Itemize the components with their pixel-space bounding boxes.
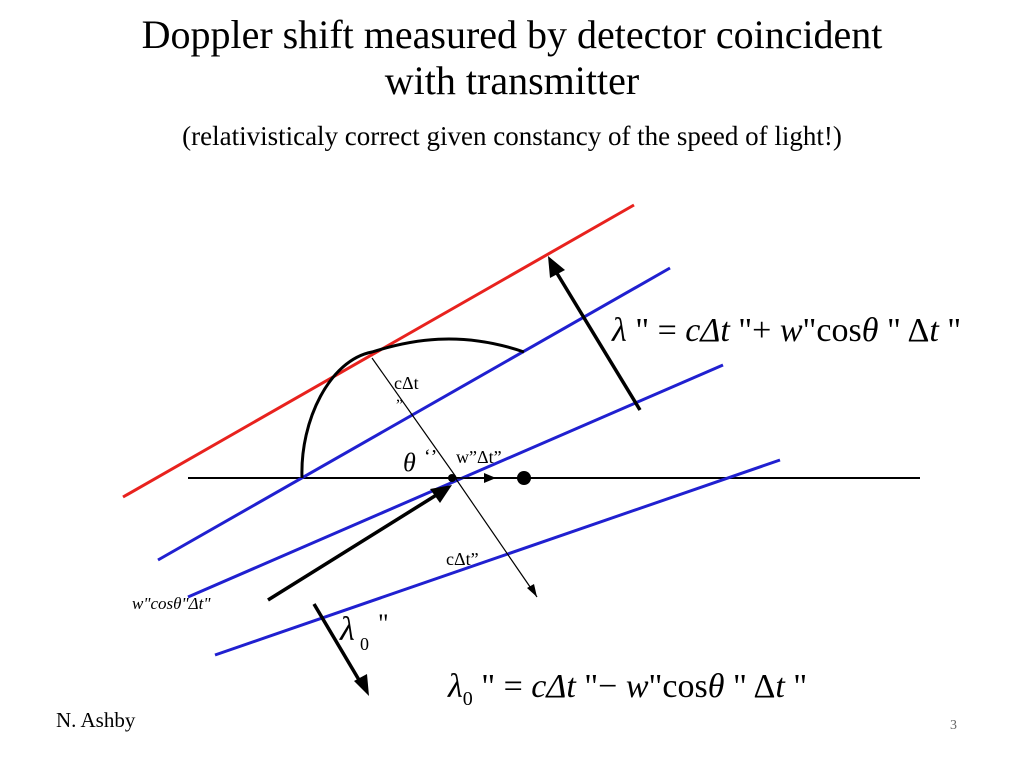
title-line-2: with transmitter bbox=[384, 58, 640, 103]
lambda0-label: λ bbox=[339, 611, 355, 648]
c-dt-lower-label: cΔt” bbox=[446, 549, 479, 569]
blue-wavefront-line-2 bbox=[187, 363, 724, 599]
lambda-top-arrowhead bbox=[548, 256, 565, 278]
lambda0-quote: " bbox=[378, 609, 389, 638]
eq-bottom-part5: " bbox=[784, 668, 808, 705]
w-dt-label: w”Δt” bbox=[456, 447, 502, 467]
blue-wavefront-line-3 bbox=[214, 458, 781, 657]
page-number: 3 bbox=[950, 718, 957, 733]
w-dt-arrowhead bbox=[484, 473, 496, 483]
lambda0-arrow-line bbox=[312, 603, 364, 686]
eq-top-part3: "cos bbox=[802, 312, 862, 349]
c-dt-upper-quote: ” bbox=[396, 397, 403, 414]
eq-bottom-sub: 0 bbox=[462, 687, 473, 710]
eq-top-c: c bbox=[685, 312, 701, 349]
detector-dot bbox=[517, 471, 531, 485]
theta-label: θ bbox=[403, 448, 416, 477]
c-dt-lower-arrowhead bbox=[527, 584, 537, 597]
author-label: N. Ashby bbox=[56, 708, 136, 732]
blue-wavefront-line-1 bbox=[157, 266, 671, 562]
equation-bottom: λ0 " = cΔt "− w"cosθ " Δt " bbox=[448, 668, 807, 711]
lambda-top-arrow-line bbox=[553, 269, 642, 411]
eq-top-part5: " bbox=[938, 312, 962, 349]
eq-top-part1: " = bbox=[626, 312, 686, 349]
title-line-1: Doppler shift measured by detector coinc… bbox=[141, 12, 883, 57]
w-cos-arrowhead bbox=[430, 485, 452, 503]
eq-bottom-w: w bbox=[625, 668, 649, 705]
eq-top-t: t bbox=[929, 312, 939, 349]
lambda0-arrowhead bbox=[354, 674, 369, 696]
eq-bottom-dt: Δt bbox=[546, 668, 576, 705]
wavefront-arc bbox=[300, 337, 525, 479]
c-dt-upper-line bbox=[371, 357, 457, 478]
eq-bottom-part1: " = bbox=[472, 668, 532, 705]
lambda0-subscript: 0 bbox=[360, 634, 369, 654]
theta-quote: ‘’ bbox=[424, 446, 437, 468]
eq-bottom-c: c bbox=[531, 668, 547, 705]
slide-title: Doppler shift measured by detector coinc… bbox=[0, 12, 1024, 104]
eq-top-w: w bbox=[779, 312, 803, 349]
w-cos-theta-dt-label: w"cosθ"Δt" bbox=[132, 594, 211, 613]
eq-bottom-lambda: λ bbox=[448, 668, 463, 705]
w-cos-arrow-line bbox=[267, 492, 439, 602]
c-dt-upper-label: cΔt bbox=[394, 373, 419, 393]
eq-top-lambda: λ bbox=[612, 312, 627, 349]
eq-bottom-part3: "cos bbox=[648, 668, 708, 705]
slide-subtitle: (relativisticaly correct given constancy… bbox=[182, 121, 842, 151]
equation-top: λ " = cΔt "+ w"cosθ " Δt " bbox=[612, 312, 961, 350]
eq-bottom-t: t bbox=[775, 668, 785, 705]
eq-top-dt: Δt bbox=[700, 312, 730, 349]
c-dt-lower-line bbox=[455, 478, 538, 598]
transmitter-dot bbox=[448, 474, 456, 482]
eq-top-part2: "+ bbox=[729, 312, 780, 349]
eq-bottom-theta: θ bbox=[707, 668, 725, 705]
eq-bottom-part2: "− bbox=[575, 668, 626, 705]
eq-top-part4: " Δ bbox=[878, 312, 930, 349]
eq-top-theta: θ bbox=[861, 312, 879, 349]
eq-bottom-part4: " Δ bbox=[724, 668, 776, 705]
